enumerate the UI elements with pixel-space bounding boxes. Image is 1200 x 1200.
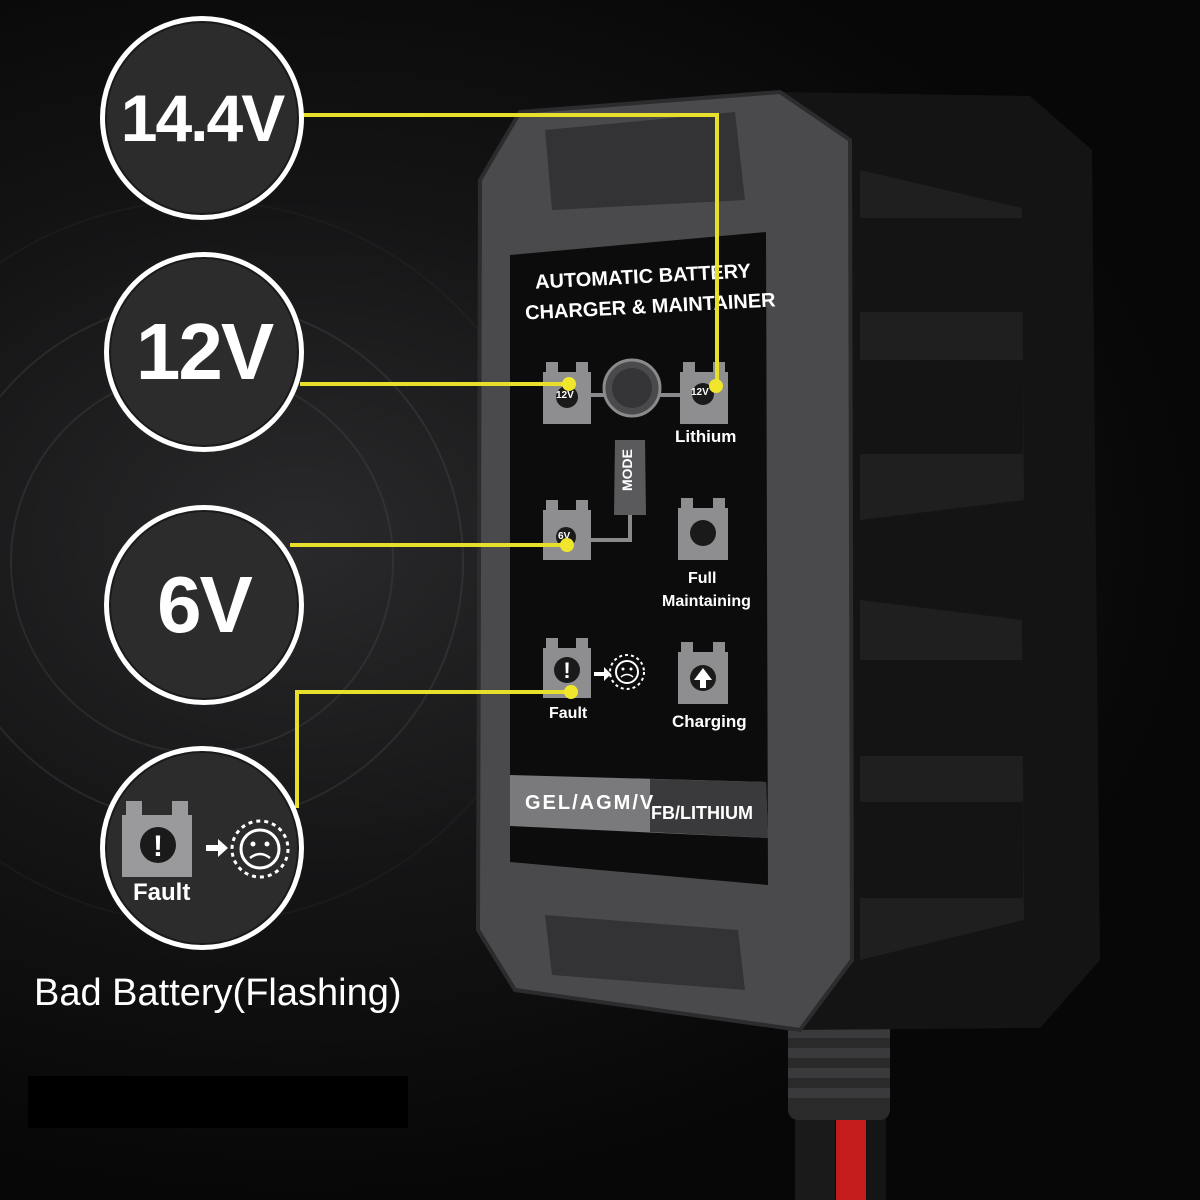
callout-dot-144v [709,379,723,393]
arrow-right-icon [594,667,611,681]
battery-types-a: GEL/AGM/V [525,792,656,814]
mode-button-icon[interactable] [602,358,662,515]
callout-12v: 12V [104,252,304,452]
battery-icon [678,498,728,560]
mode-label: MODE [619,449,635,491]
sad-sun-icon [609,654,645,690]
fault-illustration: ! [122,801,290,879]
callout-wire-144v [300,113,718,117]
full-label: Full [688,570,717,587]
charging-label: Charging [672,712,747,731]
svg-text:!: ! [563,658,570,683]
svg-text:!: ! [153,830,163,863]
led-12v-lithium [692,383,714,405]
black-bar [28,1076,408,1128]
callout-fault: ! Fault [100,746,304,950]
lithium-label: Lithium [675,427,737,446]
panel-fault-label: Fault [549,705,588,722]
led-12v [556,386,578,408]
sad-sun-icon [230,819,290,879]
indicator-6v-text: 6V [558,531,571,542]
indicator-12v-text: 12V [556,390,574,401]
cable-black-wire [866,1095,886,1200]
callout-wire-6v [290,543,566,547]
battery-icon [678,642,728,704]
callout-12v-value: 12V [135,307,274,396]
indicator-12v-lithium-text: 12V [691,387,709,398]
maintaining-label: Maintaining [662,593,751,610]
fault-caption: Bad Battery(Flashing) [34,972,402,1014]
callout-wire-144v-drop [715,113,719,385]
battery-types-b: FB/LITHIUM [651,803,753,823]
callout-6v: 6V [104,505,304,705]
exclamation-icon [140,827,176,863]
callout-144v: 14.4V [100,16,304,220]
callout-dot-fault [564,685,578,699]
callout-fault-label: Fault [133,879,191,906]
callout-144v-value: 14.4V [120,81,285,155]
callout-wire-12v [300,382,568,386]
arrow-right-icon [206,839,228,857]
callout-dot-12v [562,377,576,391]
strain-relief [788,1020,890,1120]
bottom-tab [545,915,745,990]
callout-wire-fault-drop [295,690,299,808]
top-tab [545,112,745,210]
callout-dot-6v [560,538,574,552]
callout-6v-value: 6V [157,560,253,649]
callout-wire-fault [295,690,570,694]
